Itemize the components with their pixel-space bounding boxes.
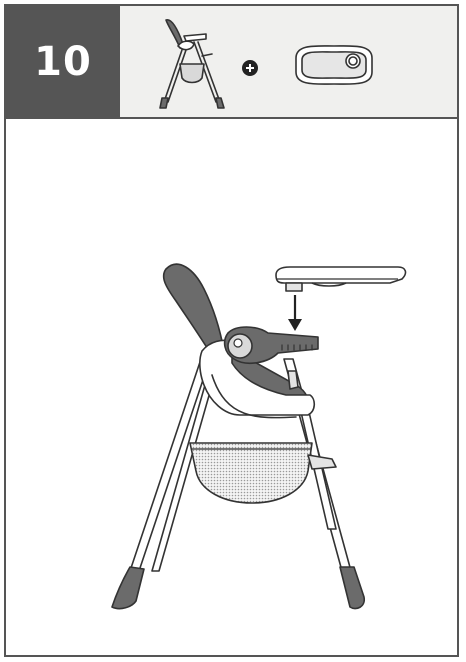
instruction-panel: 10 <box>4 4 459 657</box>
down-arrow-icon <box>288 295 302 331</box>
parts-illustration <box>120 6 455 117</box>
high-chair <box>112 264 364 608</box>
right-foot-cap <box>340 567 364 609</box>
footrest <box>308 455 336 469</box>
left-foot-cap <box>112 567 144 609</box>
storage-basket <box>190 443 312 503</box>
armrest-post <box>288 371 298 389</box>
step-header: 10 <box>6 6 457 119</box>
step-number: 10 <box>34 39 92 85</box>
step-number-box: 10 <box>6 6 120 117</box>
high-chair-icon <box>160 20 224 108</box>
tray-illustration <box>276 267 405 291</box>
main-illustration <box>6 119 457 655</box>
plus-icon <box>242 60 258 76</box>
tray-icon <box>296 46 372 84</box>
